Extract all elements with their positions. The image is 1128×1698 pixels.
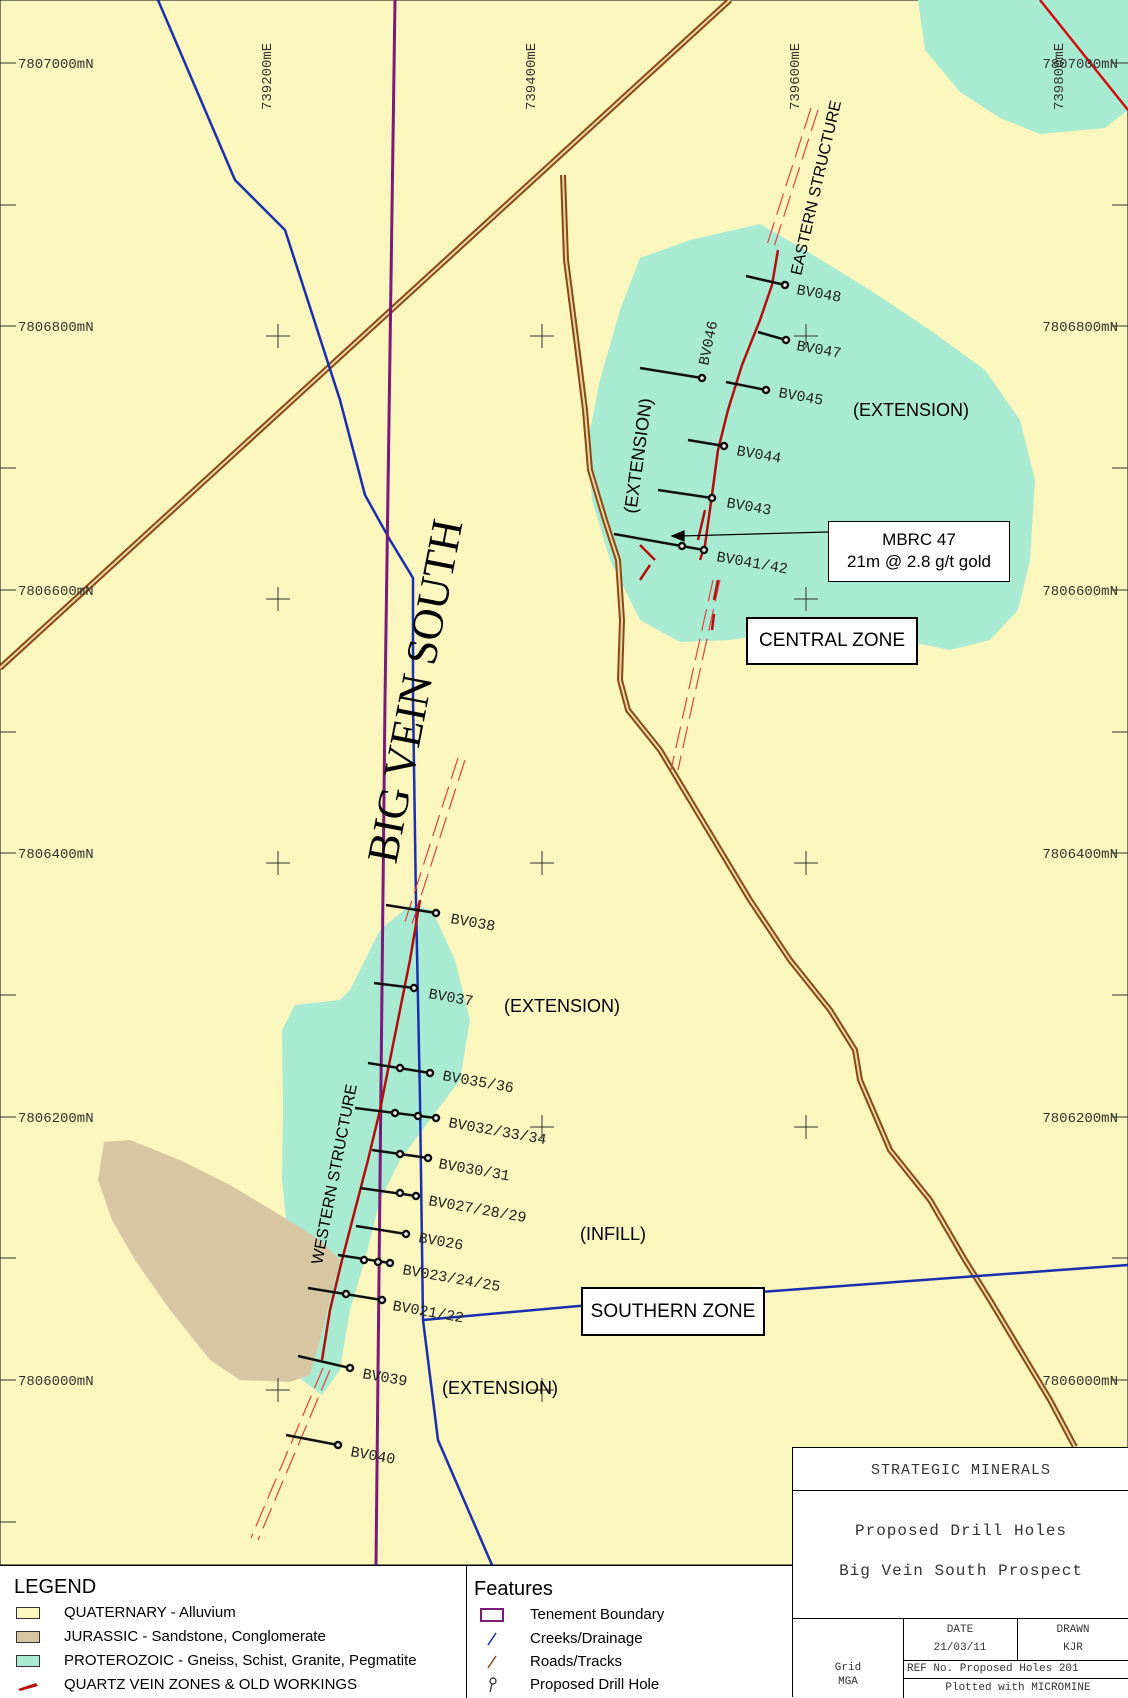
jurassic-area (98, 1140, 340, 1382)
grid-crosses (266, 324, 818, 1402)
jurassic-swatch (16, 1630, 40, 1643)
easting-label: 739600mE (788, 43, 804, 110)
callout-line2: 21m @ 2.8 g/t gold (847, 552, 991, 571)
northing-label-right: 7806600mN (1042, 584, 1118, 600)
northing-label: 7806200mN (18, 1111, 94, 1127)
annotations: (EXTENSION) (EXTENSION) (EXTENSION) (INF… (442, 397, 969, 1398)
northing-label-right: 7806200mN (1042, 1111, 1118, 1127)
feature-label: Tenement Boundary (530, 1606, 665, 1623)
easting-label: 739400mE (524, 43, 540, 110)
feature-item-drill-hole: Proposed Drill Hole (476, 1676, 659, 1693)
northing-label: 7806600mN (18, 584, 94, 600)
road-diagonal-inner (0, 0, 731, 669)
map-title-line1: Proposed Drill Holes (854, 1522, 1068, 1540)
quartz-vein-icon (16, 1679, 40, 1691)
title-block-vdivider (903, 1618, 904, 1698)
legend: LEGEND QUATERNARY - Alluvium JURASSIC - … (0, 1565, 792, 1698)
extension-label: (EXTENSION) (853, 400, 969, 420)
drill-hole-traces (285, 274, 791, 1450)
date-label: DATE (946, 1624, 974, 1636)
title-block-divider (793, 1618, 1128, 1619)
title-block-divider (903, 1678, 1128, 1679)
quaternary-swatch (16, 1606, 40, 1619)
drawn-value: KJR (1063, 1642, 1083, 1654)
legend-title: LEGEND (14, 1576, 97, 1598)
proterozoic-swatch (16, 1654, 40, 1667)
title-block-divider (903, 1660, 1128, 1661)
feature-item-creeks: Creeks/Drainage (476, 1630, 643, 1647)
grid-label: Grid (834, 1662, 862, 1674)
legend-label: QUATERNARY - Alluvium (64, 1604, 236, 1621)
northing-labels-right: 7807000mN 7806800mN 7806600mN 7806400mN … (1042, 57, 1118, 1390)
reference-number: REF No. Proposed Holes 201 (907, 1663, 1079, 1675)
easting-labels: 739200mE 739400mE 739600mE 739800mE (260, 43, 1068, 110)
drill-hole-icon (476, 1676, 508, 1693)
northing-label: 7806400mN (18, 847, 94, 863)
map-title-line2: Big Vein South Prospect (839, 1562, 1083, 1580)
callout-line1: MBRC 47 (882, 530, 956, 549)
feature-label: Creeks/Drainage (530, 1630, 643, 1647)
northing-label-right: 7807000mN (1042, 57, 1118, 73)
road-icon (476, 1654, 508, 1670)
northing-label: 7806000mN (18, 1374, 94, 1390)
northing-label-right: 7806400mN (1042, 847, 1118, 863)
extension-label: (EXTENSION) (504, 996, 620, 1016)
western-structure-vein (320, 899, 422, 1361)
eastern-structure-vein (698, 249, 780, 561)
legend-label: QUARTZ VEIN ZONES & OLD WORKINGS (64, 1676, 358, 1693)
legend-item-quartz-vein: QUARTZ VEIN ZONES & OLD WORKINGS (16, 1676, 357, 1693)
southern-zone-label: SOUTHERN ZONE (581, 1287, 765, 1336)
extension-label: (EXTENSION) (442, 1378, 558, 1398)
creek-icon (476, 1631, 508, 1647)
legend-divider (466, 1566, 467, 1698)
legend-label: PROTEROZOIC - Gneiss, Schist, Granite, P… (64, 1652, 417, 1669)
northing-label: 7806800mN (18, 320, 94, 336)
title-block: STRATEGIC MINERALS Proposed Drill Holes … (792, 1447, 1128, 1698)
easting-label: 739800mE (1052, 43, 1068, 110)
infill-label: (INFILL) (580, 1224, 646, 1244)
feature-item-tenement: Tenement Boundary (476, 1606, 664, 1623)
plotted-with: Plotted with MICROMINE (945, 1682, 1091, 1694)
tenement-boundary (374, 0, 397, 1566)
legend-label: JURASSIC - Sandstone, Conglomerate (64, 1628, 326, 1645)
grid-value: MGA (838, 1676, 858, 1688)
company-name: STRATEGIC MINERALS (870, 1462, 1052, 1479)
northing-label-right: 7806000mN (1042, 1374, 1118, 1390)
proterozoic-area-ne (918, 0, 1128, 134)
tenement-boundary-icon (476, 1607, 508, 1623)
date-value: 21/03/11 (933, 1642, 987, 1654)
feature-label: Proposed Drill Hole (530, 1676, 660, 1693)
roads (0, 0, 1078, 1449)
callout-arrow (670, 530, 829, 542)
assay-callout: MBRC 47 21m @ 2.8 g/t gold (828, 521, 1010, 582)
drawn-label: DRAWN (1056, 1624, 1090, 1636)
northing-label-right: 7806800mN (1042, 320, 1118, 336)
legend-item-proterozoic: PROTEROZOIC - Gneiss, Schist, Granite, P… (16, 1652, 417, 1669)
northing-label: 7807000mN (18, 57, 94, 73)
creek-ne (1039, 0, 1128, 111)
central-zone-label: CENTRAL ZONE (746, 617, 918, 665)
structure-projections (250, 107, 819, 1541)
legend-item-jurassic: JURASSIC - Sandstone, Conglomerate (16, 1628, 326, 1645)
feature-label: Roads/Tracks (530, 1653, 622, 1670)
edge-ticks (0, 62, 1128, 1523)
title-block-divider (793, 1490, 1128, 1491)
title-block-vdivider (1017, 1618, 1018, 1660)
feature-item-roads: Roads/Tracks (476, 1653, 622, 1670)
features-title: Features (474, 1578, 553, 1600)
northing-labels-left: 7807000mN 7806800mN 7806600mN 7806400mN … (18, 57, 94, 1390)
legend-item-quaternary: QUATERNARY - Alluvium (16, 1604, 236, 1621)
easting-label: 739200mE (260, 43, 276, 110)
